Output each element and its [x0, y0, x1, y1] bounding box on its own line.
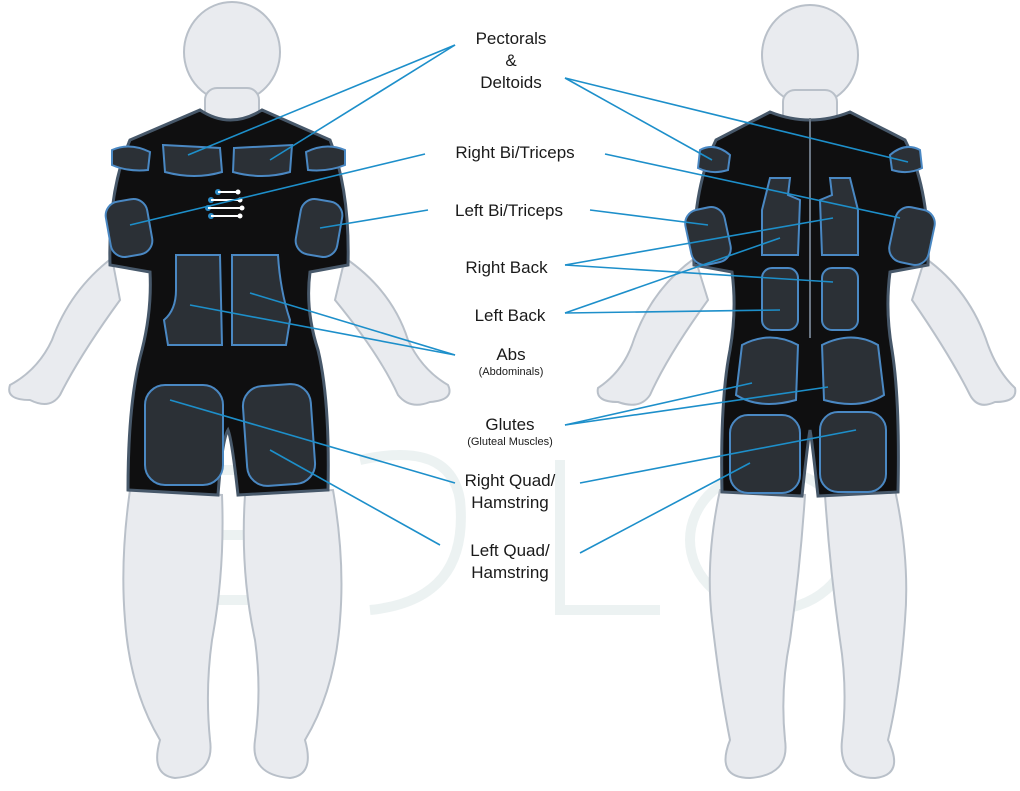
label-abs: Abs (Abdominals): [455, 344, 567, 379]
front-left-leg: [244, 490, 342, 778]
front-pad-left-pec: [233, 145, 292, 176]
back-left-leg: [825, 490, 906, 778]
front-pad-right-quad: [145, 385, 223, 485]
back-figure: [598, 5, 1016, 778]
label-left-quad-hamstring: Left Quad/ Hamstring: [440, 540, 580, 584]
back-pad-right-hamstring: [730, 415, 800, 493]
back-right-arm: [598, 258, 708, 405]
label-right-bi-triceps: Right Bi/Triceps: [425, 142, 605, 164]
front-left-arm: [335, 258, 450, 405]
front-pad-right-pec: [163, 145, 222, 176]
label-glutes: Glutes (Gluteal Muscles): [440, 414, 580, 449]
back-pad-left-glute: [822, 338, 884, 405]
back-right-leg: [710, 490, 805, 778]
back-left-arm: [912, 258, 1015, 405]
front-pad-right-deltoid: [112, 146, 150, 170]
front-figure: [9, 2, 449, 778]
front-pad-left-quad: [242, 383, 317, 487]
front-right-arm: [9, 258, 120, 404]
front-pad-left-deltoid: [306, 146, 345, 170]
back-pad-right-deltoid: [698, 147, 730, 172]
front-right-leg: [123, 490, 222, 778]
label-pectorals-deltoids: Pectorals & Deltoids: [455, 28, 567, 94]
label-right-back: Right Back: [448, 257, 565, 279]
label-right-quad-hamstring: Right Quad/ Hamstring: [440, 470, 580, 514]
label-left-back: Left Back: [455, 305, 565, 327]
label-left-bi-triceps: Left Bi/Triceps: [428, 200, 590, 222]
back-pad-left-lower-back: [822, 268, 858, 330]
back-pad-right-glute: [736, 338, 798, 405]
back-pad-left-hamstring: [820, 412, 886, 492]
